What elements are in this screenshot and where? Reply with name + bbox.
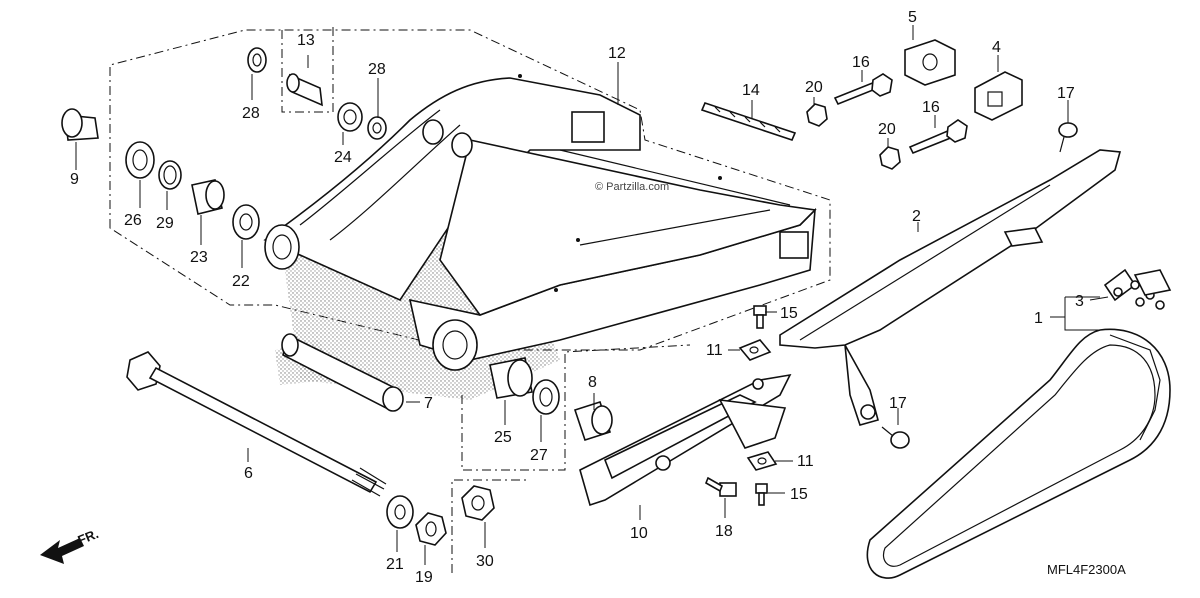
oil-seal-26 (125, 141, 155, 179)
watermark: © Partzilla.com (595, 181, 669, 193)
callout-27[interactable]: 27 (530, 447, 548, 464)
needle-bearing-24 (337, 102, 363, 132)
chain-slider (579, 373, 792, 507)
bearing-28-right (367, 116, 387, 140)
callout-17b[interactable]: 17 (889, 395, 907, 412)
callout-14[interactable]: 14 (742, 82, 760, 99)
callout-8[interactable]: 8 (588, 374, 597, 391)
callout-22[interactable]: 22 (232, 273, 250, 290)
callout-17a[interactable]: 17 (1057, 85, 1075, 102)
callout-25[interactable]: 25 (494, 429, 512, 446)
callout-6[interactable]: 6 (244, 465, 253, 482)
callout-28b[interactable]: 28 (368, 61, 386, 78)
callout-28a[interactable]: 28 (242, 105, 260, 122)
callout-24[interactable]: 24 (334, 149, 352, 166)
callout-30[interactable]: 30 (476, 553, 494, 570)
diagram-code: MFL4F2300A (1047, 562, 1126, 577)
callout-29[interactable]: 29 (156, 215, 174, 232)
callout-7[interactable]: 7 (424, 395, 433, 412)
front-marker-label: FR. (76, 526, 101, 548)
chain-case (779, 149, 1122, 426)
assembly-outline-collar (281, 25, 334, 113)
callout-3[interactable]: 3 (1075, 293, 1084, 310)
drive-chain (866, 328, 1171, 579)
callout-11a[interactable]: 11 (706, 342, 723, 359)
adjuster-bolt-16-bottom (908, 119, 968, 155)
joint-kit (1103, 268, 1172, 310)
swingarm (263, 74, 817, 400)
callout-12[interactable]: 12 (608, 45, 626, 62)
chain-tensioner-14 (700, 102, 797, 141)
callout-13[interactable]: 13 (297, 32, 315, 49)
dust-seal-9 (61, 108, 99, 141)
callout-20a[interactable]: 20 (805, 79, 823, 96)
bolt-17-top (1058, 122, 1078, 153)
bearing-28-top (247, 47, 267, 73)
nut-30 (461, 485, 495, 521)
callout-11b[interactable]: 11 (797, 453, 814, 470)
adjuster-block-4 (974, 71, 1023, 121)
callout-21[interactable]: 21 (386, 556, 404, 573)
callout-16a[interactable]: 16 (852, 54, 870, 71)
callout-2[interactable]: 2 (912, 208, 921, 225)
bolt-15-bottom (755, 483, 768, 506)
snap-ring-29 (158, 160, 182, 190)
collar-8 (573, 400, 613, 442)
pivot-collar (275, 333, 404, 412)
collar-11-top (738, 339, 772, 361)
oil-seal-27 (532, 379, 560, 415)
nut-20-top (806, 103, 828, 127)
assembly-outline-rear-bearings (461, 344, 691, 471)
leader-lines (75, 25, 1109, 565)
ball-bearing-22 (232, 204, 260, 240)
callout-19[interactable]: 19 (415, 569, 433, 586)
pivot-bolt (126, 351, 387, 497)
callout-18[interactable]: 18 (715, 523, 733, 540)
collar-13 (286, 73, 323, 107)
callout-5[interactable]: 5 (908, 9, 917, 26)
callout-15b[interactable]: 15 (790, 486, 808, 503)
adjuster-bolt-16-top (833, 73, 893, 106)
collar-11-bottom (746, 451, 778, 471)
washer-21 (386, 495, 414, 529)
callout-1[interactable]: 1 (1034, 310, 1043, 327)
bolt-17-bottom (881, 426, 910, 449)
bolt-18 (704, 476, 737, 497)
needle-bearing-23 (191, 179, 225, 215)
callout-16b[interactable]: 16 (922, 99, 940, 116)
bolt-15-top (753, 305, 767, 329)
callout-9[interactable]: 9 (70, 171, 79, 188)
adjuster-plate-5 (904, 39, 956, 86)
callout-23[interactable]: 23 (190, 249, 208, 266)
callout-4[interactable]: 4 (992, 39, 1001, 56)
callout-10[interactable]: 10 (630, 525, 648, 542)
callout-15a[interactable]: 15 (780, 305, 798, 322)
front-direction-arrow-icon: FR. (40, 526, 101, 564)
nut-19 (415, 512, 447, 546)
nut-20-bottom (879, 146, 901, 170)
needle-bearing-25 (489, 357, 533, 399)
callout-20b[interactable]: 20 (878, 121, 896, 138)
callout-26[interactable]: 26 (124, 212, 142, 229)
